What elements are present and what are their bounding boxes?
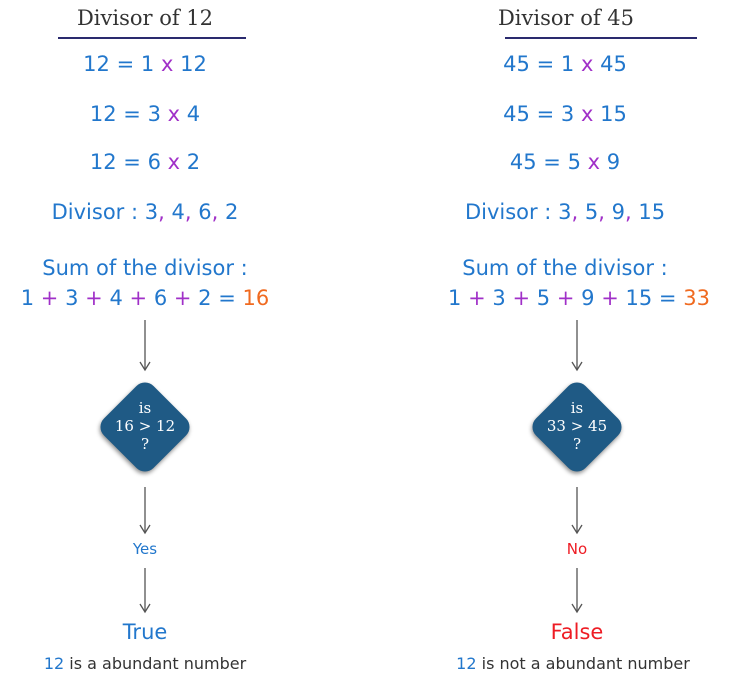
conclusion: 12 is a abundant number: [0, 654, 290, 673]
result-true: True: [122, 620, 168, 644]
divisor-value: 3: [144, 200, 159, 224]
divisor-value: 9: [611, 200, 625, 224]
times-sign: x: [167, 150, 181, 174]
factor-a: 3: [147, 102, 161, 126]
sum-expression: 1 + 3 + 4 + 6 + 2 = 16: [20, 286, 270, 310]
sum-total: 16: [242, 286, 270, 310]
factor-b: 4: [186, 102, 201, 126]
times-sign: x: [160, 52, 174, 76]
factor-a: 1: [140, 52, 155, 76]
times-sign: x: [580, 102, 594, 126]
equals-sign: =: [123, 150, 141, 174]
sum-term: 3: [65, 286, 79, 310]
conclusion-number: 12: [43, 654, 65, 673]
equation-row: 12 = 1 x 12: [0, 52, 290, 76]
equation-row: 45 = 1 x 45: [399, 52, 731, 76]
equation-row: 45 = 5 x 9: [399, 150, 731, 174]
sum-label: Sum of the divisor :: [462, 256, 668, 280]
times-sign: x: [167, 102, 181, 126]
times-sign: x: [587, 150, 601, 174]
factor-b: 2: [186, 150, 201, 174]
divisor-label: Divisor :: [51, 200, 139, 224]
divisor-value: 6: [198, 200, 212, 224]
factor-b: 15: [600, 102, 627, 126]
sum-total: 33: [683, 286, 710, 310]
divisor-list: Divisor : 3, 5, 9, 15: [464, 200, 666, 224]
sum-term: 2: [198, 286, 212, 310]
factor-b: 12: [180, 52, 207, 76]
divisor-list: Divisor : 3, 4, 6, 2: [51, 200, 239, 224]
factor-a: 1: [560, 52, 575, 76]
answer-yes: Yes: [132, 540, 158, 558]
decision-line-2: 16 > 12: [114, 417, 176, 435]
decision-line-3: ?: [572, 435, 582, 453]
heading: Divisor of 45: [497, 6, 635, 30]
down-arrow-icon: [138, 487, 152, 535]
right-column-divisor-of-45: Divisor of 45 45 = 1 x 45 45 = 3 x 15 45…: [415, 0, 747, 681]
diamond-decision-icon: is 33 > 45 ?: [525, 375, 629, 479]
down-arrow-icon: [570, 568, 584, 614]
factor-a: 6: [147, 150, 161, 174]
times-sign: x: [580, 52, 594, 76]
decision-text: is 16 > 12 ?: [93, 399, 197, 453]
factor-b: 45: [600, 52, 627, 76]
divisor-value: 5: [584, 200, 599, 224]
divisor-value: 2: [225, 200, 239, 224]
decision-line-2: 33 > 45: [546, 417, 608, 435]
down-arrow-icon: [570, 320, 584, 372]
sum-label: Sum of the divisor :: [42, 256, 248, 280]
equation-row: 45 = 3 x 15: [399, 102, 731, 126]
heading: Divisor of 12: [76, 6, 214, 30]
sum-term: 1: [448, 286, 462, 310]
equals-sign: =: [123, 102, 141, 126]
decision-line-3: ?: [140, 435, 150, 453]
diamond-decision-icon: is 16 > 12 ?: [93, 375, 197, 479]
equation-lhs: 45: [503, 102, 530, 126]
left-column-divisor-of-12: Divisor of 12 12 = 1 x 12 12 = 3 x 4 12 …: [0, 0, 290, 681]
sum-term: 15: [625, 286, 653, 310]
heading-underline: [505, 37, 697, 39]
equation-row: 12 = 6 x 2: [0, 150, 290, 174]
equals-sign: =: [536, 102, 555, 126]
result-false: False: [550, 620, 604, 644]
sum-term: 6: [153, 286, 168, 310]
equation-lhs: 45: [503, 52, 530, 76]
equation-lhs: 12: [89, 150, 117, 174]
sum-term: 4: [109, 286, 123, 310]
sum-expression: 1 + 3 + 5 + 9 + 15 = 33: [448, 286, 710, 310]
sum-term: 1: [20, 286, 35, 310]
factor-a: 5: [567, 150, 581, 174]
decision-text: is 33 > 45 ?: [525, 399, 629, 453]
equation-lhs: 12: [83, 52, 110, 76]
sum-term: 3: [492, 286, 506, 310]
sum-term: 5: [536, 286, 551, 310]
down-arrow-icon: [138, 568, 152, 614]
decision-line-1: is: [138, 399, 152, 417]
answer-no: No: [566, 540, 588, 558]
conclusion-number: 12: [456, 654, 477, 673]
divisor-value: 4: [171, 200, 185, 224]
factor-a: 3: [560, 102, 575, 126]
conclusion: 12 is not a abundant number: [407, 654, 739, 673]
equals-sign: =: [536, 52, 555, 76]
equation-lhs: 12: [89, 102, 117, 126]
equation-row: 12 = 3 x 4: [0, 102, 290, 126]
sum-term: 9: [581, 286, 595, 310]
factor-b: 9: [606, 150, 621, 174]
equals-sign: =: [116, 52, 135, 76]
divisor-value: 15: [638, 200, 666, 224]
down-arrow-icon: [138, 320, 152, 372]
divisor-value: 3: [558, 200, 572, 224]
equation-lhs: 45: [509, 150, 537, 174]
heading-underline: [58, 37, 246, 39]
conclusion-text: is not a abundant number: [481, 654, 690, 673]
decision-line-1: is: [570, 399, 584, 417]
down-arrow-icon: [570, 487, 584, 535]
divisor-label: Divisor :: [464, 200, 552, 224]
conclusion-text: is a abundant number: [69, 654, 247, 673]
equals-sign: =: [543, 150, 561, 174]
